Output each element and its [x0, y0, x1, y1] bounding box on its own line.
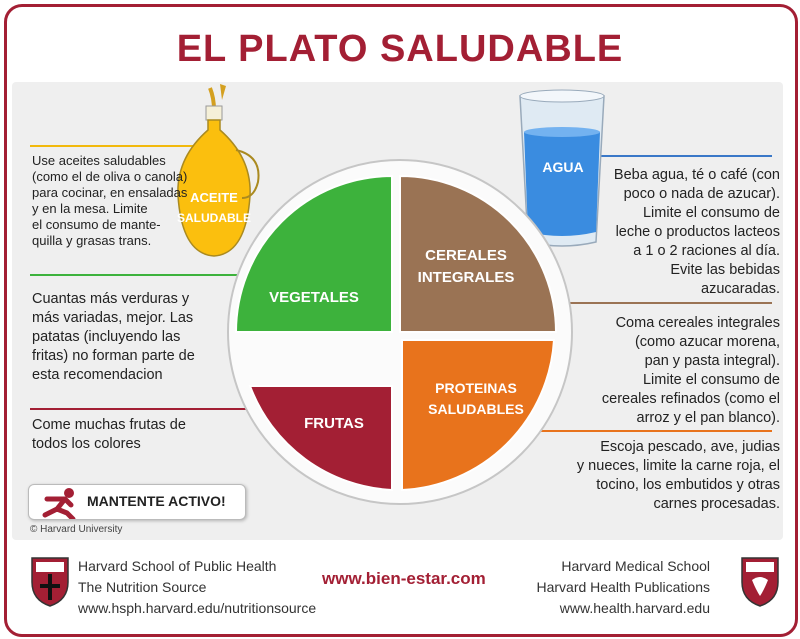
grains-text-line: (como azucar morena,	[634, 334, 780, 350]
oil-bottle-icon	[177, 84, 260, 257]
copyright: © Harvard University	[30, 524, 123, 535]
fruits-description: Come muchas frutas de todos los colores	[32, 416, 232, 454]
fruits-label: FRUTAS	[304, 415, 364, 432]
stay-active-badge: MANTENTE ACTIVO!	[28, 484, 246, 520]
stay-active-label: MANTENTE ACTIVO!	[87, 493, 226, 509]
oil-label-2: SALUDABLE	[177, 211, 251, 225]
vegetables-text-line: patatas (incluyendo las	[32, 329, 181, 345]
oil-text-line: Use aceites saludables	[32, 153, 166, 168]
water-text-line: a 1 o 2 raciones al día.	[633, 243, 780, 259]
oil-text-line: (como el de oliva o canola)	[32, 169, 188, 184]
water-glass-icon	[519, 89, 605, 247]
oil-label-1: ACEITE	[190, 190, 238, 205]
grains-description: Coma cereales integrales (como azucar mo…	[575, 314, 780, 428]
fruits-text-line: Come muchas frutas de	[32, 417, 186, 433]
grains-text-line: pan y pasta integral).	[644, 353, 780, 369]
vegetables-description: Cuantas más verduras y más variadas, mej…	[32, 290, 232, 385]
protein-label-1: PROTEINAS	[435, 380, 517, 396]
grains-text-line: Limite el consumo de	[642, 372, 780, 388]
vegetables-text-line: Cuantas más verduras y	[32, 291, 190, 307]
oil-text-line: el consumo de mante-	[32, 217, 161, 232]
footer-left-line: Harvard School of Public Health	[78, 558, 277, 574]
fruits-section	[248, 385, 393, 492]
grains-text-line: Coma cereales integrales	[615, 315, 780, 331]
oil-text-line: para cocinar, en ensaladas	[32, 185, 188, 200]
footer-left-link[interactable]: www.hsph.harvard.edu/nutritionsource	[78, 600, 317, 616]
grains-label-2: INTEGRALES	[418, 269, 515, 286]
grains-section	[399, 174, 558, 333]
water-description: Beba agua, té o café (con poco o nada de…	[590, 166, 780, 299]
footer-right: Harvard Medical School Harvard Health Pu…	[536, 556, 710, 619]
protein-description: Escoja pescado, ave, judias y nueces, li…	[540, 438, 780, 514]
water-text-line: leche o productos lacteos	[615, 224, 780, 240]
harvard-shield-right-icon	[741, 557, 779, 607]
protein-label-2: SALUDABLES	[428, 401, 524, 417]
footer-left-line: The Nutrition Source	[78, 579, 207, 595]
vegetables-text-line: más variadas, mejor. Las	[32, 310, 194, 326]
page-title: EL PLATO SALUDABLE	[176, 28, 624, 70]
vegetables-section	[234, 174, 393, 333]
protein-text-line: y nueces, limite la carne roja, el	[576, 458, 780, 474]
protein-text-line: Escoja pescado, ave, judias	[600, 439, 780, 455]
water-text-line: poco o nada de azucar).	[623, 186, 780, 202]
water-text-line: Beba agua, té o café (con	[613, 167, 780, 183]
oil-text-line: y en la mesa. Limite	[32, 201, 148, 216]
grains-text-line: arroz y el pan blanco).	[636, 410, 780, 426]
oil-description: Use aceites saludables (como el de oliva…	[32, 153, 212, 249]
protein-text-line: tocino, los embutidos y otras	[596, 477, 780, 493]
vegetables-text-line: fritas) no forman parte de	[32, 348, 195, 364]
vegetables-label: VEGETALES	[269, 289, 359, 306]
protein-text-line: carnes procesadas.	[653, 496, 780, 512]
water-text-line: Evite las bebidas	[670, 262, 780, 278]
water-text-line: azucaradas.	[701, 281, 780, 297]
water-label: AGUA	[542, 159, 583, 175]
fruits-text-line: todos los colores	[32, 436, 141, 452]
water-text-line: Limite el consumo de	[642, 205, 780, 221]
footer-right-line: Harvard Medical School	[561, 558, 710, 574]
running-person-icon	[42, 488, 76, 519]
protein-section	[401, 339, 556, 492]
footer-left: Harvard School of Public Health The Nutr…	[78, 556, 316, 619]
grains-label-1: CEREALES	[425, 247, 507, 264]
footer-right-line: Harvard Health Publications	[536, 579, 710, 595]
grains-text-line: cereales refinados (como el	[601, 391, 780, 407]
harvard-shield-left-icon	[31, 557, 69, 607]
oil-text-line: quilla y grasas trans.	[32, 233, 152, 248]
vegetables-text-line: esta recomendacion	[32, 367, 163, 383]
footer-website-link[interactable]: www.bien-estar.com	[322, 569, 486, 588]
footer-right-link[interactable]: www.health.harvard.edu	[559, 600, 710, 616]
